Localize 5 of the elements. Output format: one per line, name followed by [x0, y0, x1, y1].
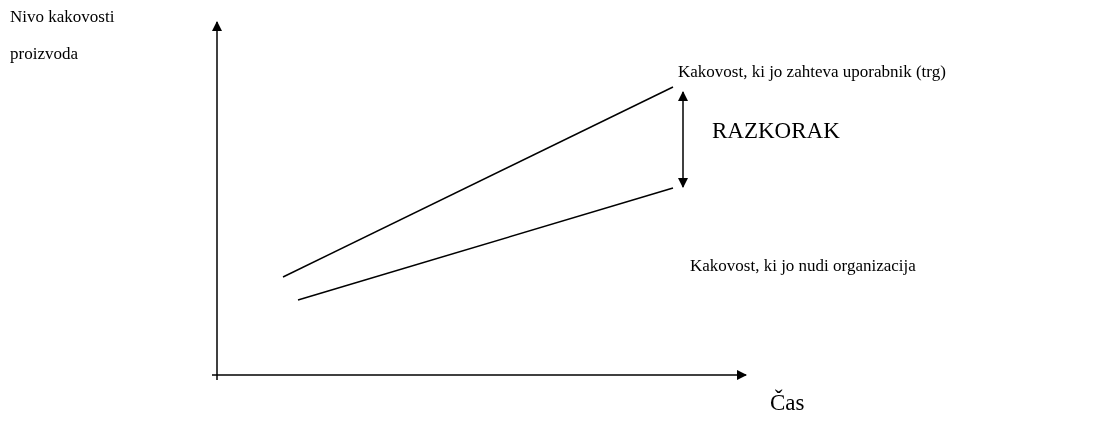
gap-label: RAZKORAK: [712, 118, 840, 145]
axis-title: Čas: [770, 390, 805, 417]
line-label: Kakovost, ki jo nudi organizacija: [690, 256, 916, 276]
line-label: Kakovost, ki jo zahteva uporabnik (trg): [678, 62, 946, 82]
axis-title: Nivo kakovosti proizvoda: [10, 6, 116, 65]
